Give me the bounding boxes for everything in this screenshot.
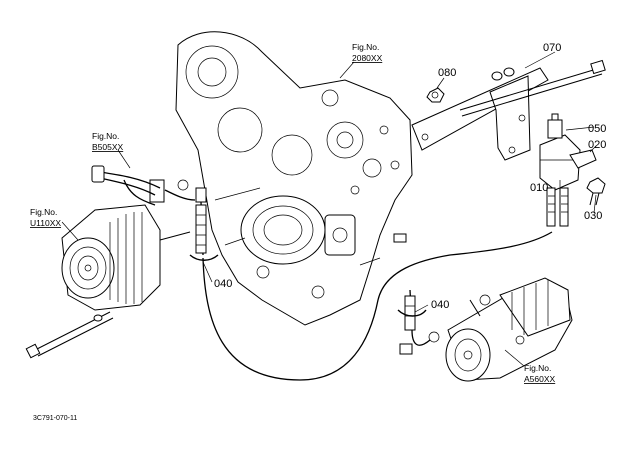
fig-ref-number: U110XX [30, 218, 61, 228]
battery-cable-040-left [189, 187, 553, 381]
bolt-030 [586, 177, 606, 206]
part-label-040-left: 040 [214, 278, 232, 290]
fuse-050 [547, 113, 563, 139]
drawing-code: 3C791-070-11 [33, 415, 77, 422]
fig-ref-label: Fig.No. [352, 42, 379, 52]
washer-set [491, 67, 515, 81]
fig-ref-number: A560XX [524, 374, 556, 384]
stay-bracket-070 [411, 67, 549, 161]
clamp-020 [569, 149, 597, 169]
fig-ref-starter: Fig.No. A560XX [524, 363, 556, 384]
part-label-020: 020 [588, 139, 606, 151]
fig-ref-label: Fig.No. [524, 363, 551, 373]
part-label-050: 050 [588, 123, 606, 135]
nut-080 [426, 87, 445, 103]
part-label-030: 030 [584, 210, 602, 222]
fig-ref-label: Fig.No. [30, 207, 57, 217]
wire-harness [91, 165, 196, 206]
fig-ref-number: 2080XX [352, 53, 383, 63]
starter-motor [445, 277, 573, 382]
fig-ref-alternator: Fig.No. U110XX [30, 207, 61, 228]
fig-ref-number: B505XX [92, 142, 124, 152]
long-bolt [459, 59, 606, 117]
fig-ref-gear-case: Fig.No. 2080XX [352, 42, 383, 63]
battery-cable-040-right [397, 289, 440, 355]
gear-case-housing [175, 31, 413, 326]
alternator [61, 179, 191, 311]
part-label-080: 080 [438, 67, 456, 79]
fig-ref-label: Fig.No. [92, 131, 119, 141]
leader-lines [61, 51, 597, 367]
alternator-bolt [25, 311, 114, 359]
part-label-070: 070 [543, 42, 561, 54]
part-label-040-right: 040 [431, 299, 449, 311]
part-label-010: 010 [530, 182, 548, 194]
fusible-link-010 [539, 134, 581, 227]
fig-ref-harness: Fig.No. B505XX [92, 131, 124, 152]
